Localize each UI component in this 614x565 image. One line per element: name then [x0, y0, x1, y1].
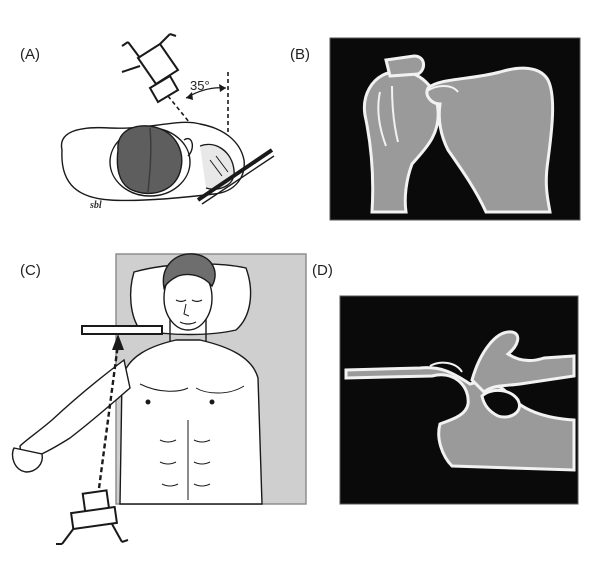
panel-label-c: (C) [20, 262, 41, 279]
cassette-c [81, 325, 163, 335]
artist-signature: sbl [90, 200, 102, 211]
panel-label-d: (D) [312, 262, 333, 279]
panel-label-b: (B) [290, 46, 310, 63]
panel-d-xray [339, 295, 579, 505]
hair-c [162, 253, 216, 291]
cassette-a [196, 148, 274, 202]
torso-c [119, 339, 263, 505]
humerus-d [344, 366, 576, 472]
acromion-b [384, 54, 425, 78]
panel-b-xray [329, 37, 581, 221]
scapula-b [425, 66, 555, 214]
xray-tube-a [121, 33, 180, 104]
beam-arrowhead-c [112, 334, 124, 350]
xray-tube-c [56, 489, 129, 545]
humerus-b [363, 69, 440, 214]
panel-c-illustration [11, 253, 307, 545]
beam-line-c [96, 343, 120, 497]
hair-top [116, 125, 183, 195]
coracoid-d [470, 330, 576, 395]
panel-label-a: (A) [20, 46, 40, 63]
glenoid-d [480, 389, 521, 419]
panel-a-illustration [60, 33, 275, 205]
angle-label: 35° [190, 78, 210, 93]
